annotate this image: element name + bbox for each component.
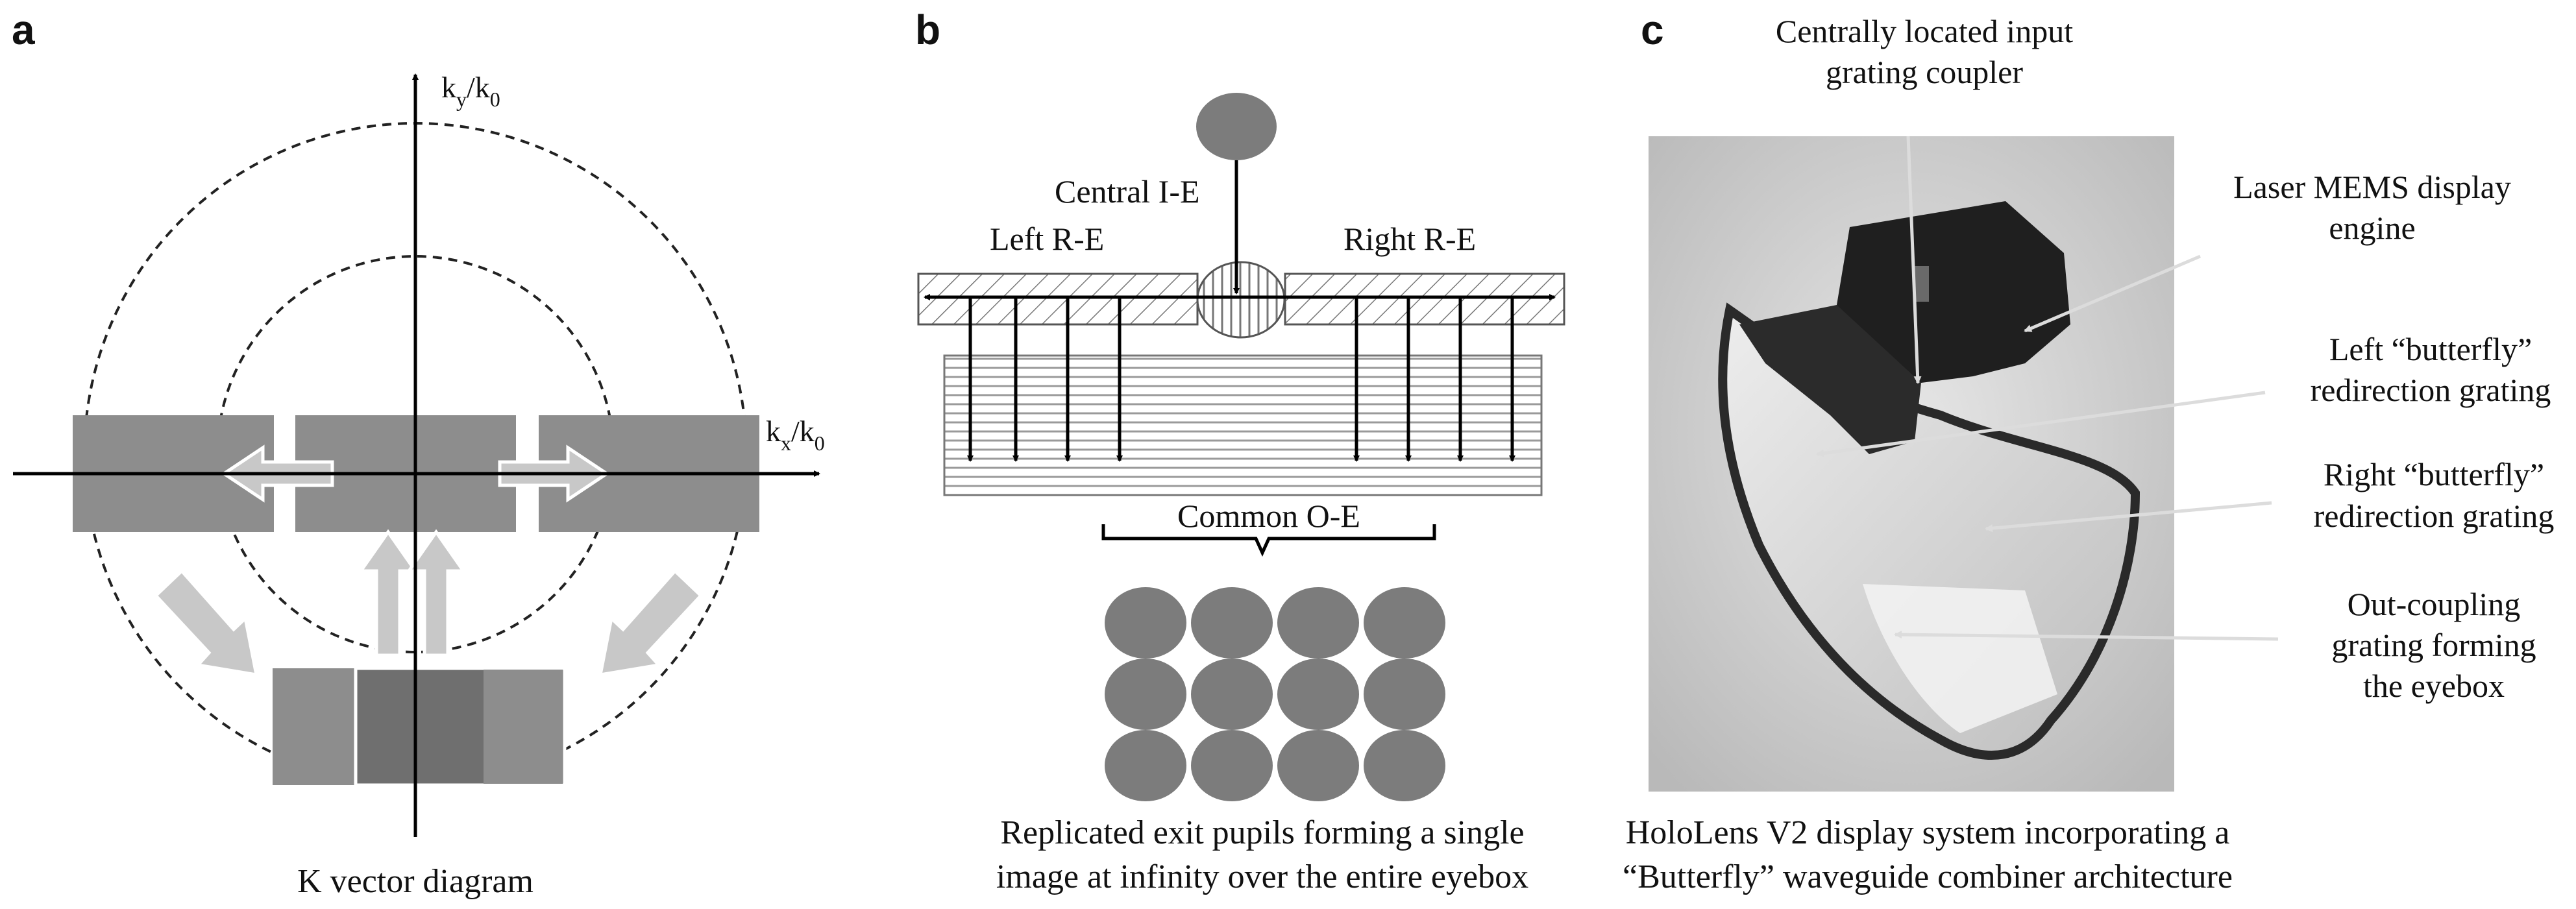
callout-left-line1: Left “butterfly” [2329, 331, 2532, 367]
source-ellipse [1196, 93, 1277, 160]
right-grating [1284, 273, 1565, 326]
callout-line-out [1894, 631, 2279, 641]
label-left-re: Left R-E [990, 221, 1104, 257]
callout-left-line2: redirection grating [2311, 372, 2551, 408]
exit-pupil [1191, 659, 1273, 730]
caption-a: K vector diagram [297, 863, 534, 900]
panel-a: a ky/k0 kx/k0 K vector diagram [12, 6, 825, 900]
callout-out-line1: Out-coupling [2348, 586, 2521, 622]
arrow-up-right-gray [406, 529, 467, 657]
callout-right-line2: redirection grating [2314, 498, 2555, 534]
panel-letter-b: b [915, 6, 940, 53]
panel-b: b Central I-E Left R-E Right R-E Common … [915, 6, 1565, 895]
callout-right-line1: Right “butterfly” [2324, 456, 2544, 492]
callout-out-line3: the eyebox [2363, 668, 2505, 704]
common-oe-brace [1101, 524, 1436, 557]
exit-pupil [1191, 587, 1273, 659]
callout-input-line2: grating coupler [1826, 54, 2023, 90]
panel-c: c Centrally located input grating couple… [1623, 6, 2554, 895]
out-coupling-region [1863, 584, 2057, 733]
out-coupler-plate [943, 354, 1543, 496]
bottom-rect-right [484, 670, 563, 784]
engine-chip [1915, 266, 1929, 302]
exit-pupil [1364, 730, 1445, 801]
callout-laser-line1: Laser MEMS display [2233, 169, 2511, 205]
caption-b-line2: image at infinity over the entire eyebox [996, 858, 1528, 895]
exit-pupil [1277, 730, 1359, 801]
engine-arm [1739, 305, 1921, 454]
caption-c-line2: “Butterfly” waveguide combiner architect… [1623, 858, 2233, 895]
arrow-diag-right-gray [598, 568, 704, 677]
caption-b-line1: Replicated exit pupils forming a single [1000, 814, 1524, 851]
label-right-re: Right R-E [1343, 221, 1476, 257]
exit-pupil [1105, 587, 1186, 659]
exit-pupil-grid [1105, 587, 1445, 801]
exit-pupil [1191, 730, 1273, 801]
panel-letter-c: c [1641, 6, 1664, 53]
exit-pupil [1277, 659, 1359, 730]
exit-pupil [1105, 659, 1186, 730]
y-axis-label: ky/k0 [441, 71, 500, 111]
caption-c-line1: HoloLens V2 display system incorporating… [1626, 814, 2230, 851]
exit-pupil [1364, 659, 1445, 730]
callout-out-line2: grating forming [2331, 627, 2536, 663]
arrow-up-left-gray [358, 529, 419, 657]
panel-letter-a: a [12, 6, 35, 53]
callout-line-left [1816, 391, 2266, 457]
arrow-diag-left-gray [153, 568, 259, 677]
left-grating [917, 273, 1199, 326]
callout-line-input [1906, 136, 1922, 384]
exit-pupil [1277, 587, 1359, 659]
callout-line-laser [2024, 254, 2201, 333]
callout-laser-line2: engine [2329, 210, 2415, 246]
exit-pupil [1105, 730, 1186, 801]
mems-engine [1837, 201, 2070, 383]
callout-input-line1: Centrally located input [1776, 13, 2073, 49]
label-central-ie: Central I-E [1055, 173, 1200, 210]
x-axis-label: kx/k0 [766, 415, 825, 455]
callout-line-right [1985, 501, 2272, 533]
central-grating [1196, 261, 1286, 339]
exit-pupil [1364, 587, 1445, 659]
label-common-oe: Common O-E [1177, 498, 1360, 534]
